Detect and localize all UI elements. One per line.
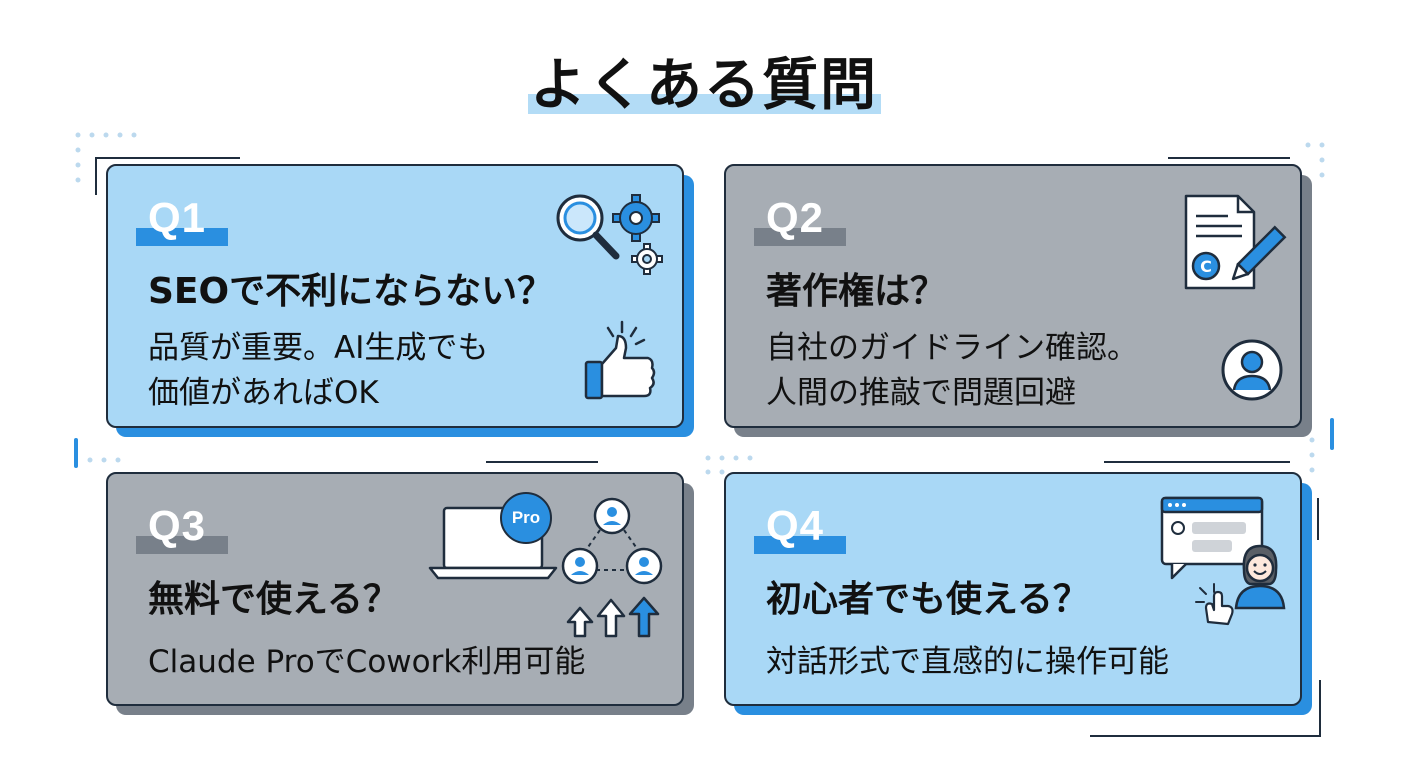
- title-highlight: [528, 94, 881, 114]
- tag-label: Q2: [766, 194, 825, 241]
- title-area: よくある質問: [0, 40, 1408, 120]
- svg-text:C: C: [1200, 257, 1212, 276]
- pencil-icon: [1231, 225, 1287, 281]
- question-text: SEOで不利にならない？: [148, 271, 554, 312]
- laptop-icon: [428, 506, 558, 580]
- person-avatar-icon: [1234, 544, 1286, 610]
- question-tag: Q2: [754, 194, 846, 246]
- question-text: 無料で使える？: [148, 579, 399, 620]
- pro-badge: Pro: [500, 492, 552, 544]
- answer-text: 対話形式で直感的に操作可能: [766, 640, 1169, 685]
- question-text: 初心者でも使える？: [766, 579, 1089, 620]
- team-network-icon: [561, 497, 663, 585]
- question-tag: Q1: [136, 194, 228, 246]
- tag-label: Q1: [148, 194, 207, 241]
- tag-band: [136, 536, 228, 554]
- answer-text: 自社のガイドライン確認。 人間の推敲で問題回避: [766, 326, 1138, 416]
- tag-label: Q3: [148, 502, 207, 549]
- page-title: よくある質問: [530, 53, 878, 118]
- question-tag: Q3: [136, 502, 228, 554]
- tag-band: [754, 228, 846, 246]
- upload-arrows-icon: [566, 596, 660, 638]
- faq-card-q3: Q3 無料で使える？ Claude ProでCowork利用可能 Pro: [106, 472, 684, 706]
- faq-card-q1: Q1 SEOで不利にならない？ 品質が重要。AI生成でも 価値があればOK: [106, 164, 684, 428]
- answer-line: 品質が重要。AI生成でも: [148, 330, 489, 366]
- question-text: 著作権は？: [766, 271, 947, 312]
- answer-line: 対話形式で直感的に操作可能: [766, 644, 1169, 680]
- tap-hand-icon: [1195, 583, 1234, 626]
- gear-icon: [612, 194, 660, 242]
- answer-text: Claude ProでCowork利用可能: [148, 640, 585, 685]
- faq-card-q4: Q4 初心者でも使える？ 対話形式で直感的に操作可能: [724, 472, 1302, 706]
- answer-text: 品質が重要。AI生成でも 価値があればOK: [148, 326, 488, 416]
- search-icon: [556, 194, 620, 260]
- answer-line: 価値があればOK: [148, 375, 379, 411]
- thumbs-up-icon: [584, 320, 656, 400]
- chat-window-icon: [1160, 496, 1264, 580]
- gear-small-icon: [631, 243, 663, 275]
- tag-label: Q4: [766, 502, 825, 549]
- answer-line: 人間の推敲で問題回避: [766, 375, 1076, 411]
- answer-line: 自社のガイドライン確認。: [766, 330, 1138, 366]
- answer-line: Claude ProでCowork利用可能: [148, 644, 586, 680]
- user-icon: [1221, 339, 1283, 401]
- tag-band: [754, 536, 846, 554]
- question-tag: Q4: [754, 502, 846, 554]
- tag-band: [136, 228, 228, 246]
- faq-card-q2: Q2 著作権は？ 自社のガイドライン確認。 人間の推敲で問題回避 C: [724, 164, 1302, 428]
